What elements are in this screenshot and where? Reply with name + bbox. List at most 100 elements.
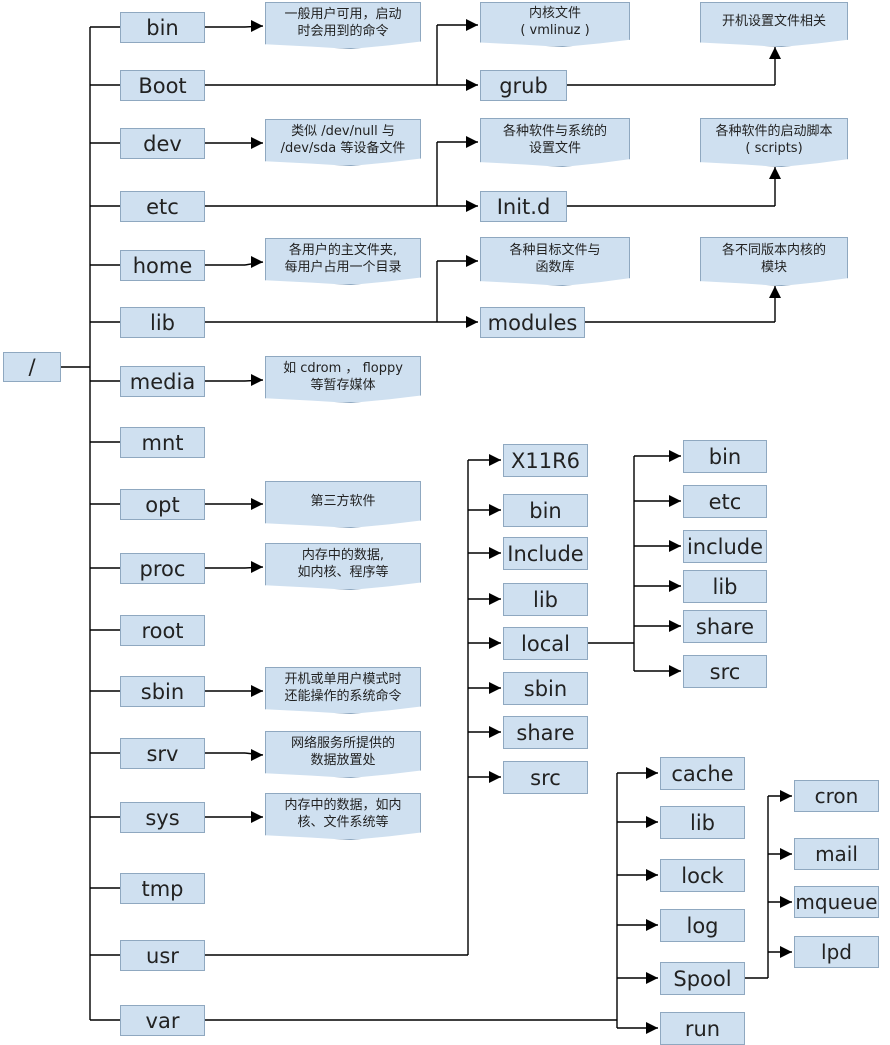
dir-tmp-node: tmp — [120, 873, 205, 904]
connector-arrowhead-109 — [646, 869, 658, 881]
dir-var-spool-node: Spool — [660, 962, 745, 995]
connector-arrowhead-53 — [769, 47, 781, 59]
note-modules-line2: 模块 — [760, 259, 787, 275]
note-dev-line1: 类似 /dev/null 与 — [291, 123, 395, 139]
connector-arrowhead-81 — [489, 637, 501, 649]
note-initd-line1: 各种软件的启动脚本 — [715, 123, 833, 139]
note-etc-config: 各种软件与系统的 设置文件 — [480, 118, 630, 167]
connector-arrowhead-61 — [769, 167, 781, 179]
dir-modules-node: modules — [480, 307, 585, 338]
note-media-line1: 如 cdrom ， floppy — [283, 360, 403, 376]
connector-arrowhead-69 — [769, 286, 781, 298]
dir-usr-bin-node: bin — [503, 494, 588, 527]
dir-boot-node: Boot — [120, 70, 205, 101]
connector-arrowhead-73 — [489, 454, 501, 466]
note-media: 如 cdrom ， floppy 等暂存媒体 — [265, 356, 421, 403]
note-sbin: 开机或单用户模式时 还能操作的系统命令 — [265, 667, 421, 714]
connector-arrowhead-50 — [466, 19, 478, 31]
note-sys-line1: 内存中的数据，如内 — [284, 797, 402, 813]
note-bin-line2: 时会用到的命令 — [297, 23, 389, 39]
dir-var-log-node: log — [660, 909, 745, 942]
connector-arrowhead-115 — [646, 1022, 658, 1034]
dir-proc-node: proc — [120, 553, 205, 584]
note-initd-line2: ( scripts) — [745, 140, 803, 156]
dir-spool-cron-node: cron — [794, 780, 879, 812]
note-media-line2: 等暂存媒体 — [310, 377, 376, 393]
note-initd: 各种软件的启动脚本 ( scripts) — [700, 118, 848, 167]
connector-arrowhead-42 — [251, 749, 263, 761]
connector-arrowhead-121 — [780, 848, 792, 860]
note-lib-objects-line1: 各种目标文件与 — [509, 242, 601, 258]
note-home-line2: 每用户占用一个目录 — [284, 259, 402, 275]
dir-var-node: var — [120, 1005, 205, 1036]
dir-usr-sbin-node: sbin — [503, 672, 588, 705]
dir-grub-node: grub — [480, 70, 567, 101]
note-srv: 网络服务所提供的 数据放置处 — [265, 731, 421, 778]
dir-sbin-node: sbin — [120, 676, 205, 707]
note-lib-objects-line2: 函数库 — [535, 259, 575, 275]
connector-arrowhead-85 — [489, 726, 501, 738]
dir-local-etc-node: etc — [683, 485, 767, 518]
note-home: 各用户的主文件夹, 每用户占用一个目录 — [265, 238, 421, 285]
connector-arrowhead-119 — [780, 790, 792, 802]
note-opt: 第三方软件 — [265, 481, 421, 528]
connector-arrowhead-39 — [251, 685, 263, 697]
connector-arrowhead-111 — [646, 919, 658, 931]
connector-arrowhead-24 — [251, 137, 263, 149]
dir-var-cache-node: cache — [660, 757, 745, 790]
connector-arrowhead-36 — [251, 561, 263, 573]
note-grub: 开机设置文件相关 — [700, 2, 848, 47]
note-proc-line2: 如内核、程序等 — [297, 564, 389, 580]
dir-sys-node: sys — [120, 802, 205, 833]
note-dev-line2: /dev/sda 等设备文件 — [280, 140, 406, 156]
connector-arrowhead-66 — [466, 255, 478, 267]
connector-arrowhead-97 — [669, 580, 681, 592]
connector-arrowhead-79 — [489, 593, 501, 605]
dir-initd-node: Init.d — [480, 191, 567, 222]
note-bin: 一般用户可用，启动 时会用到的命令 — [265, 2, 421, 49]
connector-arrowhead-83 — [489, 682, 501, 694]
connector-arrowhead-45 — [251, 811, 263, 823]
dir-opt-node: opt — [120, 489, 205, 520]
note-sbin-line1: 开机或单用户模式时 — [284, 671, 402, 687]
dir-etc-node: etc — [120, 191, 205, 222]
dir-spool-mqueue-node: mqueue — [794, 886, 879, 918]
connector-arrowhead-55 — [466, 200, 478, 212]
connector-arrowhead-87 — [489, 771, 501, 783]
dir-usr-local-node: local — [503, 627, 588, 660]
connector-arrowhead-123 — [780, 896, 792, 908]
connector-arrowhead-30 — [251, 374, 263, 386]
dir-var-run-node: run — [660, 1012, 745, 1045]
dir-usr-node: usr — [120, 940, 205, 971]
connector-arrowhead-99 — [669, 620, 681, 632]
root-dir-node: / — [3, 352, 61, 382]
note-boot-kernel-line2: ( vmlinuz ) — [520, 22, 590, 38]
dir-local-lib-node: lib — [683, 570, 767, 603]
note-opt-line1: 第三方软件 — [310, 494, 376, 509]
dir-local-include-node: include — [683, 530, 767, 563]
dir-local-src-node: src — [683, 655, 767, 688]
connector-arrowhead-93 — [669, 495, 681, 507]
note-modules: 各不同版本内核的 模块 — [700, 237, 848, 286]
note-etc-config-line2: 设置文件 — [528, 140, 581, 156]
note-srv-line1: 网络服务所提供的 — [290, 735, 395, 751]
note-srv-line2: 数据放置处 — [310, 752, 376, 768]
dir-var-lock-node: lock — [660, 859, 745, 892]
connector-arrowhead-21 — [251, 20, 263, 32]
dir-dev-node: dev — [120, 128, 205, 159]
connector-arrowhead-47 — [466, 79, 478, 91]
dir-mnt-node: mnt — [120, 427, 205, 458]
note-grub-line1: 开机设置文件相关 — [721, 14, 826, 29]
dir-spool-mail-node: mail — [794, 838, 879, 870]
connector-arrowhead-113 — [646, 972, 658, 984]
note-etc-config-line1: 各种软件与系统的 — [502, 123, 607, 139]
note-lib-objects: 各种目标文件与 函数库 — [480, 237, 630, 286]
dir-usr-include-node: Include — [503, 537, 588, 570]
connector-arrowhead-77 — [489, 547, 501, 559]
connector-arrowhead-58 — [466, 136, 478, 148]
note-dev: 类似 /dev/null 与 /dev/sda 等设备文件 — [265, 119, 421, 166]
dir-root-node: root — [120, 615, 205, 646]
note-home-line1: 各用户的主文件夹, — [288, 242, 398, 258]
